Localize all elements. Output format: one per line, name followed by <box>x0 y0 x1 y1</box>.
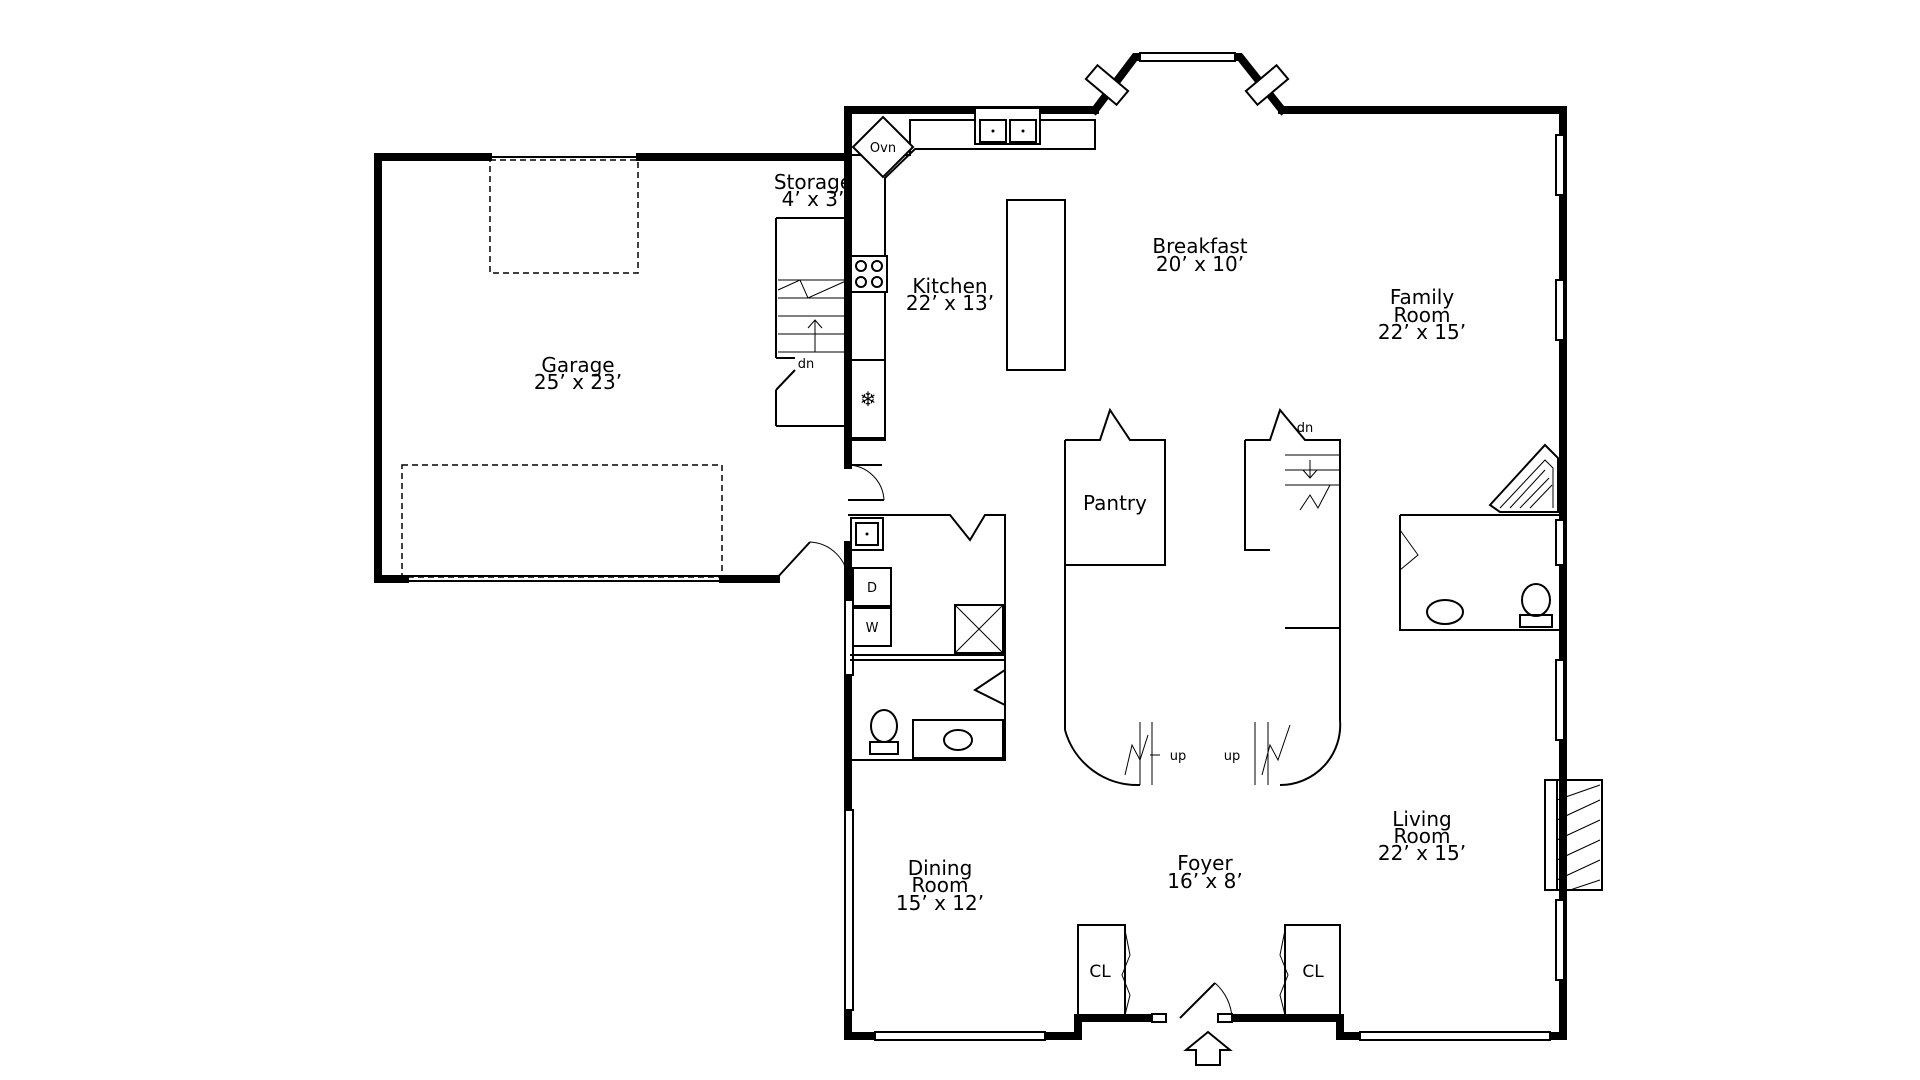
laundry-walls <box>848 514 1006 761</box>
room-name-living-2: Room <box>1394 824 1451 848</box>
room-name-kitchen: Kitchen <box>912 274 987 298</box>
windows <box>844 52 1565 1041</box>
closet-right <box>1279 924 1341 1018</box>
stair-up-label-right: up <box>1224 749 1241 764</box>
oven-label: Ovn <box>870 141 896 156</box>
garage-storage-outline <box>489 159 639 274</box>
room-name-storage: Storage <box>774 170 852 194</box>
garage-door <box>775 541 849 580</box>
garage-stairs <box>775 217 849 427</box>
staircase-left <box>1064 565 1160 787</box>
kitchen-counters <box>851 115 1096 441</box>
room-size-breakfast: 20’ x 10’ <box>1156 252 1244 276</box>
washer-label: W <box>866 621 879 636</box>
room-size-storage: 4’ x 3’ <box>782 187 845 211</box>
living-fireplace <box>1544 779 1603 891</box>
room-size-living: 22’ x 15’ <box>1378 841 1466 865</box>
stair-up-label-left: up <box>1170 749 1187 764</box>
pantry <box>1064 407 1166 566</box>
svg-text:❄: ❄ <box>860 387 877 411</box>
toilet-left <box>869 709 899 755</box>
washer <box>852 607 892 647</box>
stair-direction-label: dn <box>798 357 815 372</box>
room-name-living: Living <box>1392 807 1451 831</box>
shower <box>954 604 1004 654</box>
room-size-garage: 25’ x 23’ <box>534 370 622 394</box>
refrigerator: ❄ <box>850 359 886 439</box>
front-door <box>1179 982 1233 1019</box>
room-name-dining: Dining <box>908 856 973 880</box>
powder-room-right <box>1399 514 1560 631</box>
room-name-family: Family <box>1390 285 1455 309</box>
dryer-label: D <box>867 581 877 596</box>
room-size-kitchen: 22’ x 13’ <box>906 291 994 315</box>
room-name-breakfast: Breakfast <box>1152 234 1247 258</box>
room-size-dining: 15’ x 12’ <box>896 891 984 915</box>
dryer <box>852 567 892 607</box>
sink-left <box>912 719 1004 759</box>
utility-sink <box>850 517 884 551</box>
room-size-foyer: 16’ x 8’ <box>1167 869 1242 893</box>
kitchen-garage-door <box>847 464 885 501</box>
stair-down-label: dn <box>1297 421 1314 436</box>
family-fireplace <box>1488 443 1559 513</box>
closet-left <box>1077 924 1131 1018</box>
closet-left-label: CL <box>1089 962 1111 982</box>
room-name-garage: Garage <box>541 353 614 377</box>
room-name-dining-2: Room <box>912 873 969 897</box>
entry-arrow-icon <box>1183 1030 1233 1066</box>
closet-right-label: CL <box>1302 962 1324 982</box>
room-name-foyer: Foyer <box>1177 851 1233 875</box>
garage-car-outline <box>401 464 723 578</box>
cooktop <box>850 255 888 293</box>
room-size-family: 22’ x 15’ <box>1378 320 1466 344</box>
kitchen-sink <box>974 107 1041 145</box>
room-name-family-2: Room <box>1394 303 1451 327</box>
kitchen-island <box>1006 199 1066 371</box>
room-name-pantry: Pantry <box>1083 491 1147 515</box>
garage-walls <box>374 153 852 583</box>
staircase-right <box>1244 407 1342 787</box>
